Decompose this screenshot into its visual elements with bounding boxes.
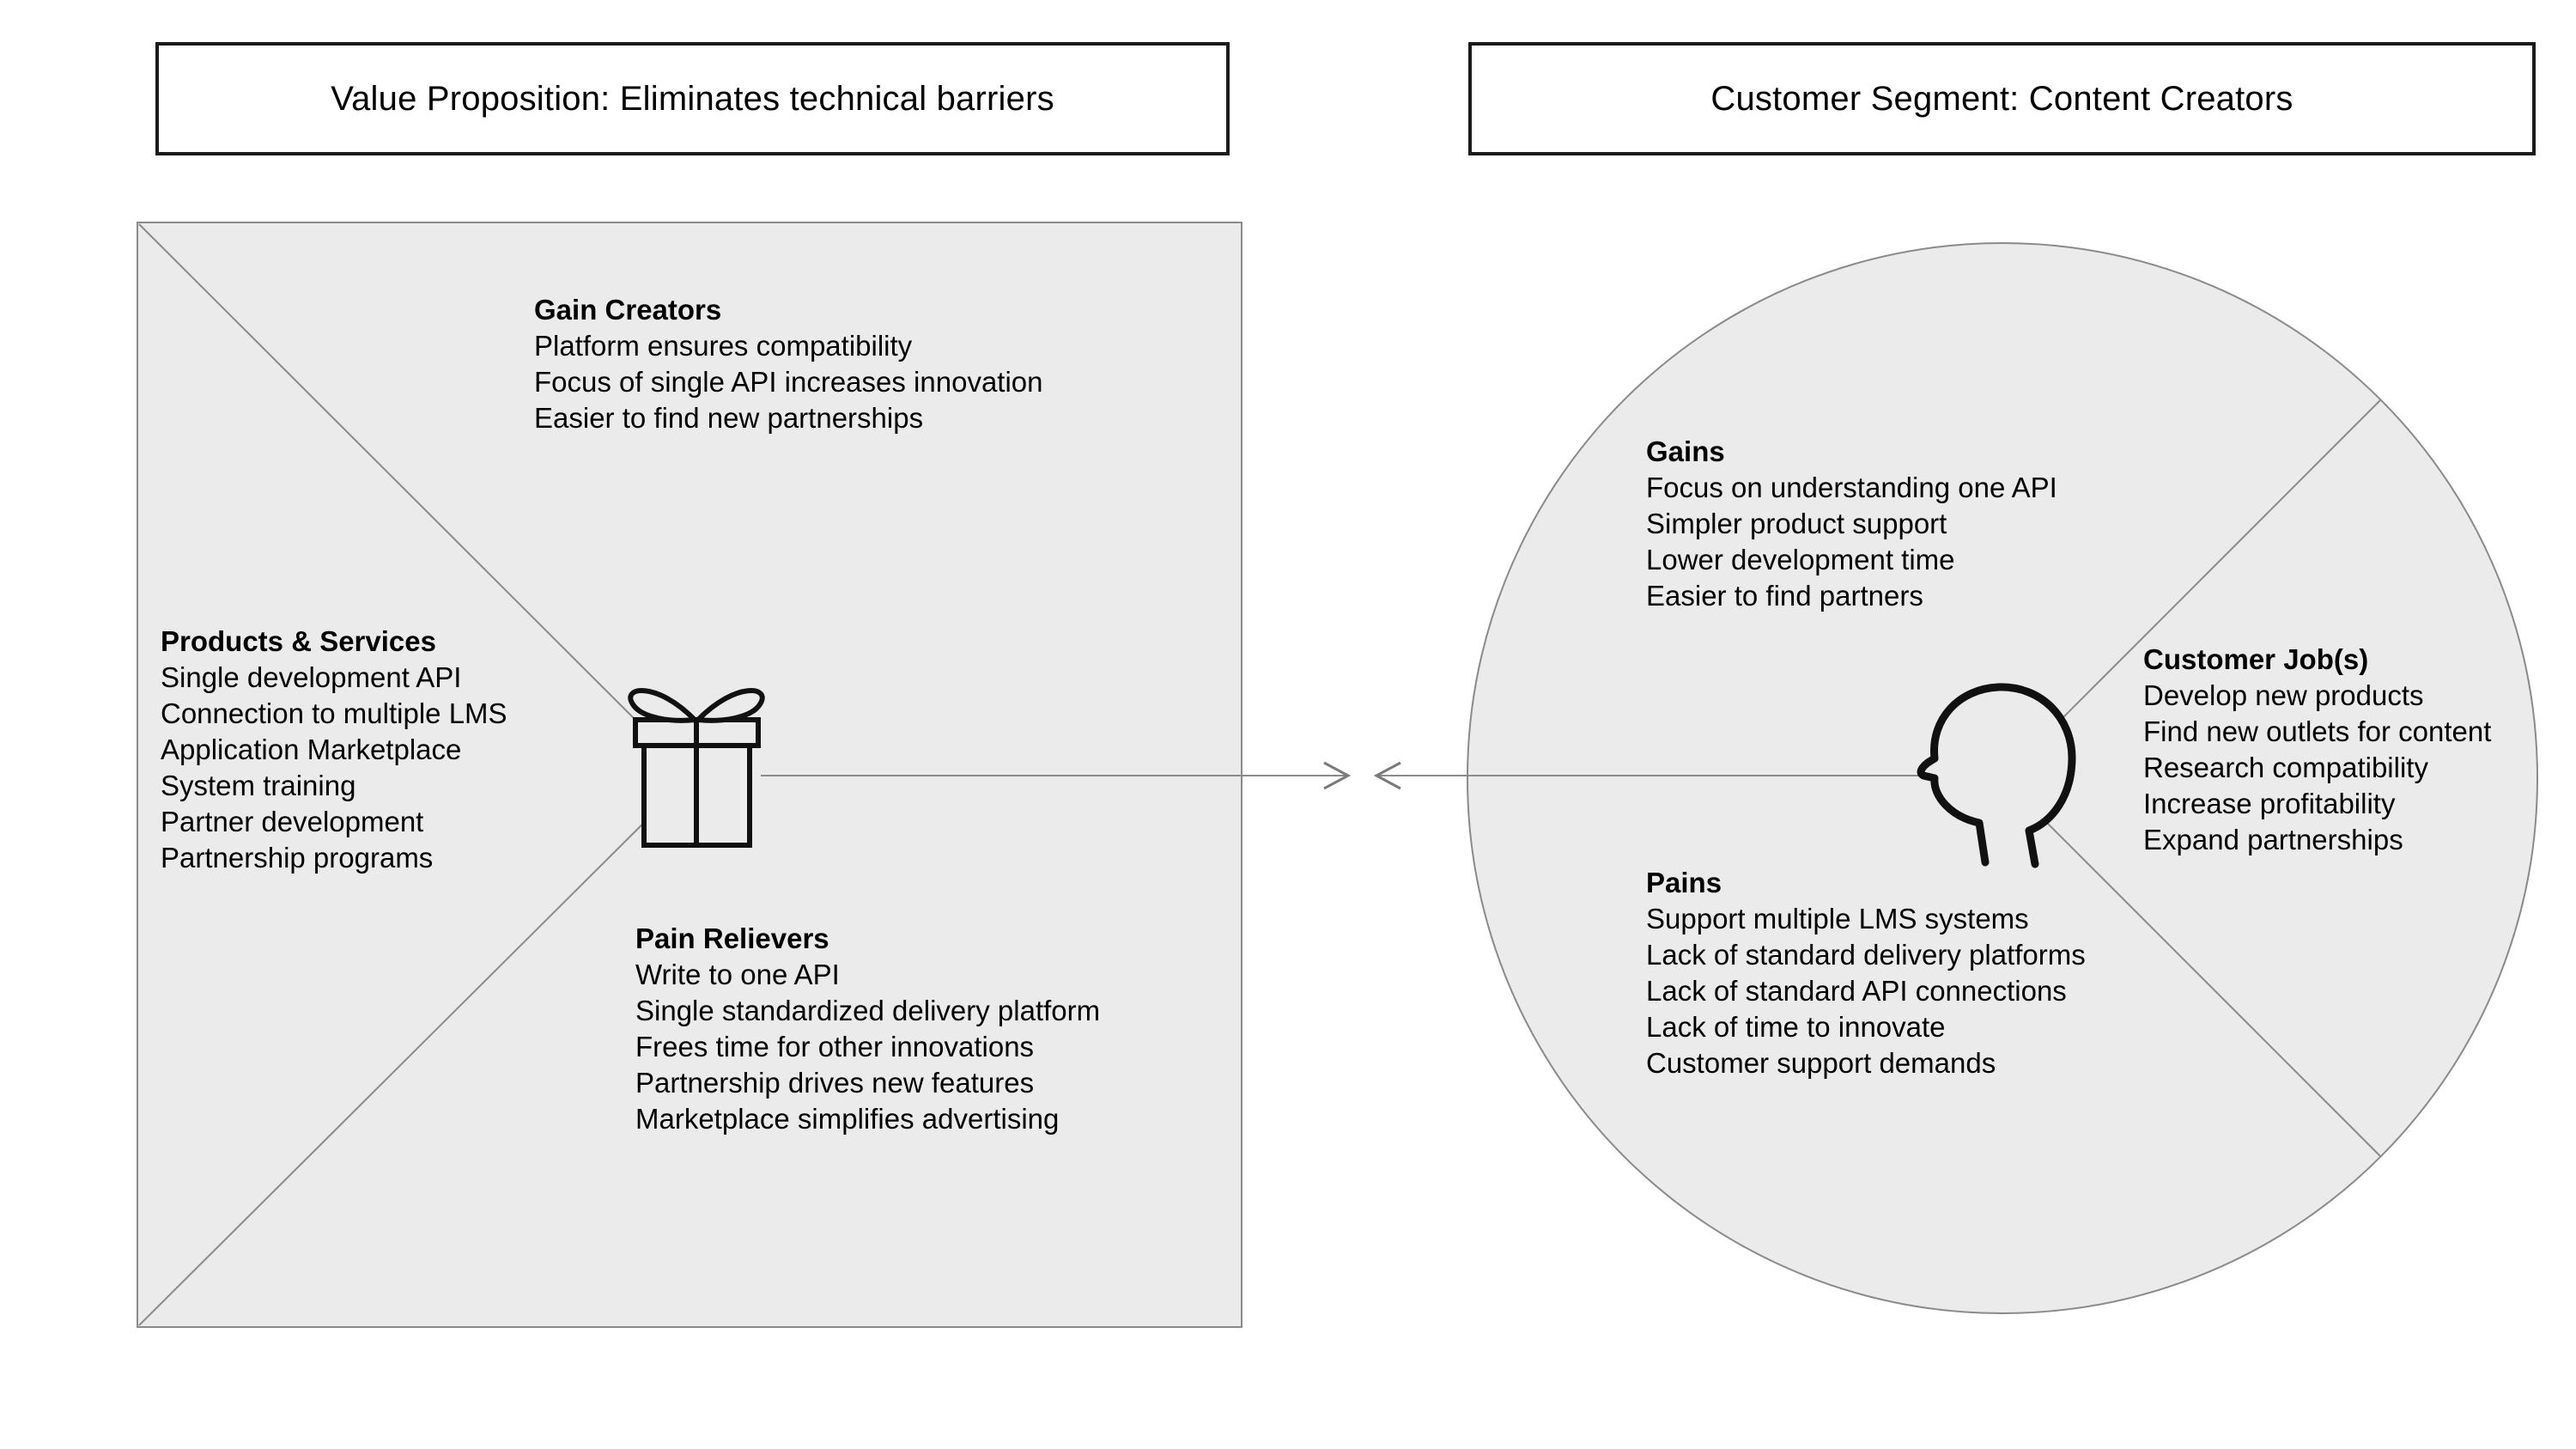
pain-relievers-item: Partnership drives new features (635, 1067, 1035, 1099)
products-services-item: Partnership programs (161, 842, 434, 874)
gift-icon (628, 688, 765, 848)
head-profile-icon (1917, 683, 2076, 868)
products-services-heading: Products & Services (161, 625, 436, 657)
gain-creators-section: Gain Creators Platform ensures compatibi… (534, 292, 1043, 436)
pain-relievers-heading: Pain Relievers (635, 922, 829, 954)
value-proposition-title-box: Value Proposition: Eliminates technical … (155, 42, 1230, 155)
customer-jobs-item: Increase profitability (2143, 788, 2396, 819)
pains-item: Lack of time to innovate (1646, 1011, 1946, 1043)
customer-jobs-item: Develop new products (2143, 679, 2424, 711)
customer-jobs-heading: Customer Job(s) (2143, 643, 2369, 675)
pains-heading: Pains (1646, 867, 1722, 898)
gains-heading: Gains (1646, 435, 1725, 467)
gain-creators-heading: Gain Creators (534, 294, 722, 326)
pain-relievers-item: Write to one API (635, 959, 840, 990)
gain-creators-item: Platform ensures compatibility (534, 330, 913, 362)
customer-jobs-item: Find new outlets for content (2143, 715, 2492, 747)
pains-item: Support multiple LMS systems (1646, 903, 2029, 935)
pains-item: Customer support demands (1646, 1047, 1996, 1079)
pain-relievers-item: Single standardized delivery platform (635, 995, 1101, 1026)
bidirectional-arrows (761, 761, 2002, 790)
pain-relievers-item: Frees time for other innovations (635, 1031, 1035, 1062)
products-services-item: Partner development (161, 806, 424, 837)
products-services-item: System training (161, 770, 356, 801)
gains-item: Lower development time (1646, 544, 1955, 575)
customer-segment-title-box: Customer Segment: Content Creators (1468, 42, 2536, 155)
gain-creators-item: Focus of single API increases innovation (534, 366, 1043, 398)
value-proposition-title: Value Proposition: Eliminates technical … (331, 79, 1054, 118)
pain-relievers-item: Marketplace simplifies advertising (635, 1103, 1060, 1135)
gain-creators-item: Easier to find new partnerships (534, 402, 924, 434)
pains-item: Lack of standard API connections (1646, 975, 2067, 1007)
products-services-item: Single development API (161, 661, 462, 693)
gains-item: Simpler product support (1646, 508, 1947, 539)
pains-item: Lack of standard delivery platforms (1646, 939, 2086, 971)
gains-item: Focus on understanding one API (1646, 472, 2057, 503)
customer-jobs-item: Research compatibility (2143, 752, 2428, 783)
customer-segment-title: Customer Segment: Content Creators (1710, 79, 2293, 118)
pain-relievers-section: Pain Relievers Write to one API Single s… (635, 921, 1100, 1137)
gains-item: Easier to find partners (1646, 580, 1923, 612)
customer-jobs-section: Customer Job(s) Develop new products Fin… (2143, 642, 2491, 858)
products-services-item: Connection to multiple LMS (161, 697, 507, 729)
products-services-item: Application Marketplace (161, 734, 462, 765)
gains-section: Gains Focus on understanding one API Sim… (1646, 434, 2057, 614)
customer-jobs-item: Expand partnerships (2143, 824, 2403, 855)
products-services-section: Products & Services Single development A… (161, 624, 507, 876)
pains-section: Pains Support multiple LMS systems Lack … (1646, 865, 2086, 1081)
